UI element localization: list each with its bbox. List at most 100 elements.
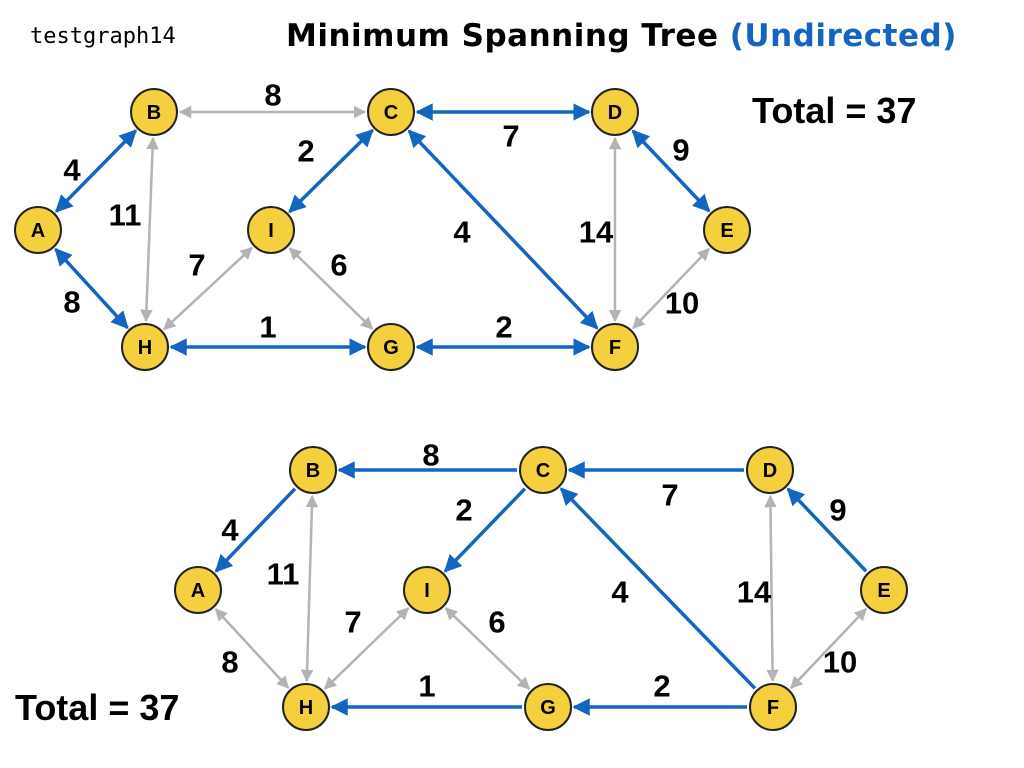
edge-bottom-E-F — [789, 607, 868, 690]
node-top-I: I — [247, 206, 295, 254]
edge-weight-bottom-F-C: 4 — [611, 575, 629, 610]
node-label: H — [138, 337, 152, 359]
edge-weight-top-C-I: 2 — [297, 134, 314, 169]
node-circle — [591, 323, 639, 371]
node-circle — [591, 88, 639, 136]
node-circle — [703, 206, 751, 254]
node-circle — [519, 446, 567, 494]
edge-top-B-H — [140, 136, 159, 323]
tree-edge-bottom-E-D — [786, 487, 868, 573]
edge-weight-top-D-E: 9 — [672, 133, 689, 168]
node-circle — [403, 566, 451, 614]
tree-edge-bottom-F-C — [559, 487, 757, 690]
edge-weight-bottom-C-B: 8 — [422, 438, 439, 473]
edge-layer — [54, 103, 868, 716]
tree-edge-top-D-E — [631, 129, 711, 213]
edge-weight-bottom-A-H: 8 — [221, 645, 238, 680]
node-bottom-D: D — [746, 446, 794, 494]
node-circle — [174, 566, 222, 614]
node-label: C — [536, 460, 550, 482]
node-bottom-B: B — [289, 446, 337, 494]
node-label: B — [306, 460, 320, 482]
edge-weight-top-B-C: 8 — [264, 78, 281, 113]
edge-weight-bottom-E-D: 9 — [829, 493, 846, 528]
node-circle — [282, 683, 330, 731]
edge-weight-bottom-H-I: 7 — [344, 605, 361, 640]
tree-edge-top-A-H — [54, 247, 129, 330]
edge-weight-top-A-H: 8 — [63, 285, 80, 320]
edge-bottom-I-G — [444, 607, 531, 690]
edge-top-E-F — [632, 247, 710, 330]
total-top: Total = 37 — [752, 90, 917, 131]
node-circle — [746, 446, 794, 494]
node-label: A — [31, 220, 45, 242]
graph-name: testgraph14 — [30, 24, 176, 49]
edge-weight-bottom-F-G: 2 — [653, 669, 670, 704]
node-bottom-A: A — [174, 566, 222, 614]
edge-weight-top-I-G: 6 — [330, 248, 347, 283]
node-label: F — [767, 697, 779, 719]
node-label: D — [763, 460, 777, 482]
edge-weight-top-C-F: 4 — [453, 215, 471, 250]
tree-edge-top-C-I — [288, 128, 374, 214]
node-label: A — [191, 580, 205, 602]
node-circle — [247, 206, 295, 254]
edge-weight-bottom-B-A: 4 — [221, 513, 239, 548]
tree-edge-bottom-C-I — [443, 487, 527, 573]
edge-bottom-B-H — [300, 494, 319, 683]
node-circle — [121, 323, 169, 371]
edge-bottom-H-I — [323, 607, 410, 690]
edge-weight-bottom-C-I: 2 — [455, 493, 472, 528]
edge-weight-bottom-B-H: 11 — [267, 557, 300, 592]
node-label: F — [609, 337, 621, 359]
node-circle — [14, 206, 62, 254]
tree-edge-top-A-B — [54, 129, 138, 213]
title-main: Minimum Spanning Tree — [286, 18, 719, 54]
edge-top-I-G — [288, 247, 374, 330]
edge-weight-bottom-D-F: 14 — [737, 575, 772, 610]
total-bottom: Total = 37 — [15, 687, 180, 728]
node-top-C: C — [367, 88, 415, 136]
node-top-B: B — [130, 88, 178, 136]
edge-weight-bottom-I-G: 6 — [488, 605, 505, 640]
node-label: E — [877, 580, 890, 602]
node-bottom-G: G — [524, 683, 572, 731]
node-label: C — [384, 102, 398, 124]
node-bottom-H: H — [282, 683, 330, 731]
node-label: E — [720, 220, 733, 242]
edge-bottom-A-H — [214, 608, 290, 689]
node-label: I — [268, 220, 274, 242]
node-label: H — [299, 697, 313, 719]
slide-title: Minimum Spanning Tree (Undirected) — [286, 18, 957, 54]
node-circle — [524, 683, 572, 731]
node-top-E: E — [703, 206, 751, 254]
node-top-A: A — [14, 206, 62, 254]
edge-weight-top-A-B: 4 — [63, 153, 81, 188]
node-circle — [130, 88, 178, 136]
edge-weight-top-E-F: 10 — [665, 286, 699, 321]
node-bottom-I: I — [403, 566, 451, 614]
node-top-D: D — [591, 88, 639, 136]
tree-edge-bottom-B-A — [214, 487, 297, 573]
node-label: D — [608, 102, 622, 124]
title-sub: (Undirected) — [729, 18, 957, 54]
edge-weight-top-H-I: 7 — [188, 248, 205, 283]
edge-weight-top-G-F: 2 — [495, 310, 512, 345]
node-label: G — [540, 697, 556, 719]
node-circle — [289, 446, 337, 494]
edge-weight-bottom-D-C: 7 — [661, 478, 678, 513]
edge-weight-bottom-G-H: 1 — [418, 669, 435, 704]
edge-bottom-D-F — [764, 494, 779, 683]
node-bottom-F: F — [749, 683, 797, 731]
node-label: I — [424, 580, 430, 602]
edge-weight-top-C-D: 7 — [502, 119, 519, 154]
edge-weight-bottom-E-F: 10 — [823, 645, 857, 680]
node-circle — [367, 88, 415, 136]
edge-weight-top-B-H: 11 — [109, 198, 142, 233]
node-circle — [860, 566, 908, 614]
node-bottom-E: E — [860, 566, 908, 614]
node-label: B — [147, 102, 161, 124]
